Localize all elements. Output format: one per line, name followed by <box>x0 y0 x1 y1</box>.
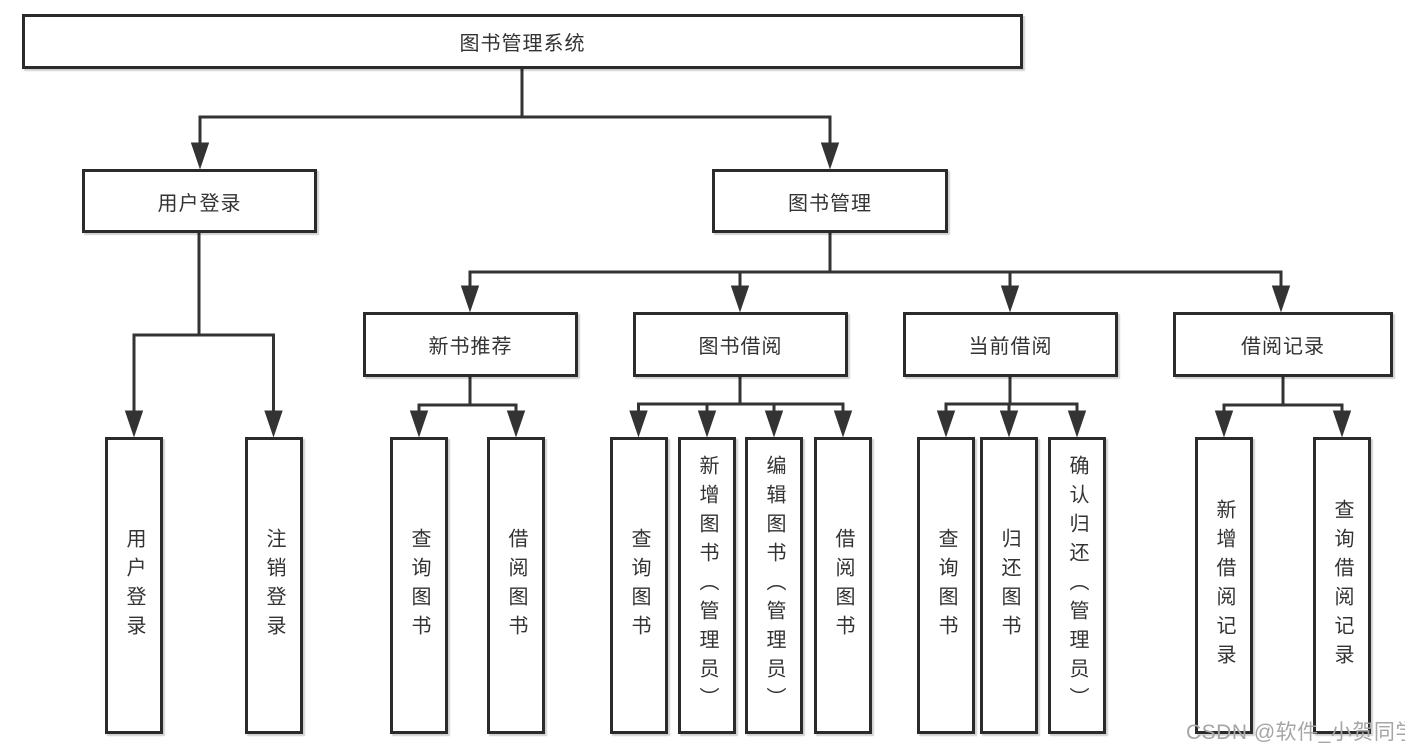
leaf-logout: 注销登录 <box>245 437 303 734</box>
leaf-record-add-record-label: 新增借阅记录 <box>1213 498 1235 673</box>
branch-borrow-record <box>1214 376 1352 438</box>
csdn-watermark: CSDN @软件_小贺同学 <box>1186 721 1405 744</box>
branch-book-management <box>460 232 1291 313</box>
leaf-current-confirm-return-admin: 确认归还（管理员） <box>1048 437 1106 734</box>
leaf-user-login-label: 用户登录 <box>123 527 145 644</box>
leaf-borrow-borrow-book: 借阅图书 <box>814 437 872 734</box>
leaf-borrow-add-book-admin-label: 新增图书（管理员） <box>696 455 718 716</box>
node-book-management-label: 图书管理 <box>788 192 872 215</box>
leaf-borrow-edit-book-admin-label: 编辑图书（管理员） <box>763 455 785 716</box>
leaf-borrow-borrow-book-label: 借阅图书 <box>832 527 854 644</box>
node-current-borrow-label: 当前借阅 <box>968 336 1053 358</box>
leaf-current-return-book: 归还图书 <box>980 437 1038 734</box>
branch-book-borrow <box>629 376 853 438</box>
leaf-current-return-book-label: 归还图书 <box>998 527 1020 644</box>
leaf-current-query-book-label: 查询图书 <box>935 527 957 644</box>
node-new-book-recommend-label: 新书推荐 <box>428 336 513 358</box>
branch-root <box>190 67 840 170</box>
leaf-recommend-borrow-book-label: 借阅图书 <box>505 527 527 644</box>
leaf-borrow-add-book-admin: 新增图书（管理员） <box>678 437 736 734</box>
branch-current-borrow <box>936 376 1087 438</box>
node-user-login: 用户登录 <box>82 169 317 233</box>
leaf-borrow-query-book-label: 查询图书 <box>628 527 650 644</box>
node-new-book-recommend: 新书推荐 <box>363 312 578 377</box>
node-book-borrow-label: 图书借阅 <box>698 336 783 358</box>
node-book-borrow: 图书借阅 <box>633 312 848 377</box>
leaf-borrow-query-book: 查询图书 <box>610 437 668 734</box>
leaf-current-query-book: 查询图书 <box>917 437 975 734</box>
leaf-record-query-record-label: 查询借阅记录 <box>1331 498 1353 673</box>
leaf-user-login: 用户登录 <box>105 437 163 734</box>
node-root-label: 图书管理系统 <box>459 33 586 55</box>
leaf-recommend-query-book: 查询图书 <box>390 437 448 734</box>
branch-user-login <box>124 232 283 438</box>
node-root: 图书管理系统 <box>22 14 1023 69</box>
leaf-current-confirm-return-admin-label: 确认归还（管理员） <box>1066 455 1088 716</box>
node-book-management: 图书管理 <box>712 169 948 233</box>
leaf-record-add-record: 新增借阅记录 <box>1195 437 1253 734</box>
node-borrow-record-label: 借阅记录 <box>1241 336 1325 358</box>
branch-new-book-recommend <box>409 376 526 438</box>
node-current-borrow: 当前借阅 <box>903 312 1118 377</box>
leaf-recommend-borrow-book: 借阅图书 <box>487 437 545 734</box>
leaf-recommend-query-book-label: 查询图书 <box>408 527 430 644</box>
node-user-login-label: 用户登录 <box>157 192 242 215</box>
node-borrow-record: 借阅记录 <box>1173 312 1393 377</box>
leaf-record-query-record: 查询借阅记录 <box>1313 437 1371 734</box>
leaf-borrow-edit-book-admin: 编辑图书（管理员） <box>745 437 803 734</box>
leaf-logout-label: 注销登录 <box>263 527 285 644</box>
